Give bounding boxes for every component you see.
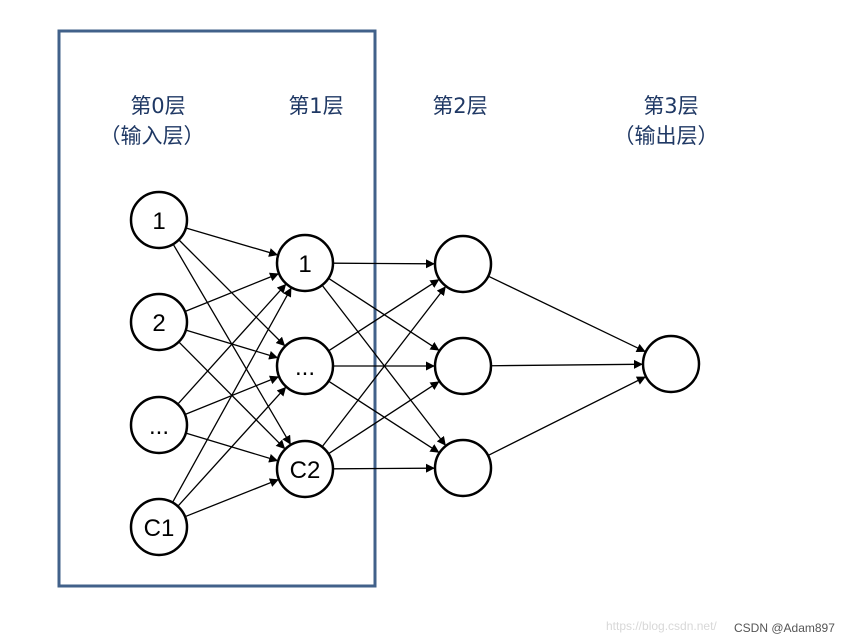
hidden1-node-label: 1 — [298, 251, 311, 278]
hidden2-node — [433, 234, 493, 294]
edge-arrow — [186, 227, 279, 257]
hidden2-node — [433, 336, 493, 396]
input-node: ... — [129, 395, 189, 455]
layer2-title: 第2层 — [432, 94, 487, 118]
edge-arrow — [185, 478, 279, 517]
edge-arrow — [329, 279, 440, 351]
hidden1-layer: 1 ... C2 — [275, 233, 335, 499]
layer3-title: 第3层 — [643, 94, 698, 118]
layer0-title: 第0层 — [130, 94, 185, 118]
input-node-label: 2 — [152, 310, 165, 337]
hidden1-node: ... — [275, 336, 335, 396]
input-node-label: ... — [149, 413, 169, 440]
input-layer: 1 2 ... C1 — [129, 190, 189, 557]
edges — [172, 227, 646, 517]
hidden1-node-label: C2 — [290, 457, 321, 484]
output-layer — [641, 334, 701, 394]
input-node: 2 — [129, 292, 189, 352]
layer0-subtitle: （输入层） — [100, 124, 205, 148]
input-node-label: 1 — [152, 208, 165, 235]
edge-arrow — [488, 275, 646, 353]
hidden1-node: 1 — [275, 233, 335, 293]
input-node: C1 — [129, 497, 189, 557]
edge-arrow — [172, 287, 292, 502]
edge-arrow — [177, 386, 287, 506]
layer3-subtitle: （输出层） — [614, 124, 719, 148]
watermark-author: CSDN @Adam897 — [734, 621, 835, 635]
edge-arrow — [333, 259, 435, 269]
edge-arrow — [488, 376, 646, 456]
input-node: 1 — [129, 190, 189, 250]
edge-arrow — [185, 272, 279, 312]
layer1-title: 第1层 — [288, 94, 343, 118]
edge-arrow — [333, 463, 435, 473]
edge-arrow — [177, 283, 287, 404]
edge-arrow — [322, 286, 446, 447]
hidden1-node-label: ... — [295, 354, 315, 381]
hidden2-layer — [433, 234, 493, 498]
output-node — [641, 334, 701, 394]
edge-arrow — [491, 359, 643, 369]
input-node-label: C1 — [144, 515, 175, 542]
watermark-url: https://blog.csdn.net/ — [606, 619, 717, 633]
hidden1-node: C2 — [275, 439, 335, 499]
hidden2-node — [433, 438, 493, 498]
edge-arrow — [328, 381, 440, 454]
